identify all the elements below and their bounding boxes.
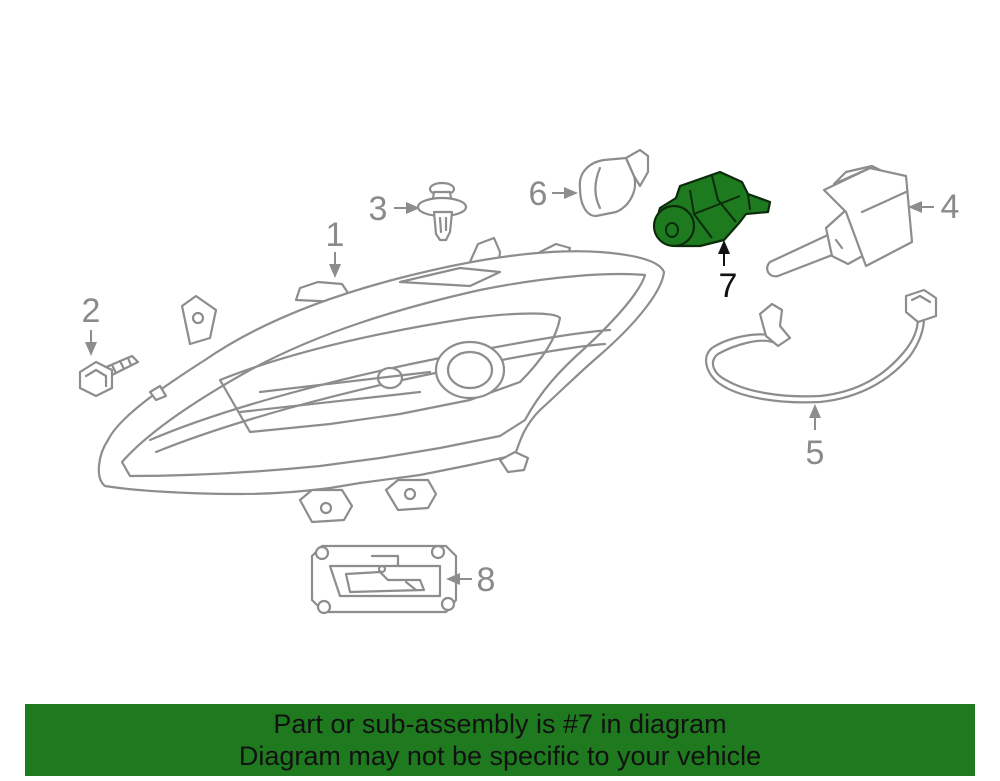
hid-bulb bbox=[766, 164, 914, 278]
parts-diagram: 1 2 3 4 5 6 7 8 bbox=[78, 148, 960, 615]
callout-7: 7 bbox=[719, 267, 738, 305]
banner-line-2: Diagram may not be specific to your vehi… bbox=[238, 741, 762, 771]
callout-2: 2 bbox=[82, 292, 101, 330]
callout-numbers: 1 2 3 4 5 6 7 8 bbox=[82, 175, 960, 599]
wedge-bulb bbox=[578, 148, 650, 218]
screw bbox=[78, 354, 140, 398]
callout-3: 3 bbox=[369, 190, 388, 228]
retainer-clip bbox=[416, 181, 468, 242]
banner-line-1: Part or sub-assembly is #7 in diagram bbox=[273, 709, 727, 739]
wire-harness bbox=[704, 288, 938, 404]
ballast-module bbox=[310, 544, 458, 615]
callout-5: 5 bbox=[806, 434, 825, 472]
callout-6: 6 bbox=[529, 175, 548, 213]
callout-1: 1 bbox=[326, 216, 345, 254]
headlamp-assembly bbox=[97, 236, 666, 524]
callout-4: 4 bbox=[941, 188, 960, 226]
callout-8: 8 bbox=[477, 561, 496, 599]
bulb-socket-highlighted[interactable] bbox=[652, 170, 772, 248]
info-banner: Part or sub-assembly is #7 in diagram Di… bbox=[25, 704, 975, 776]
leader-lines bbox=[85, 187, 934, 585]
